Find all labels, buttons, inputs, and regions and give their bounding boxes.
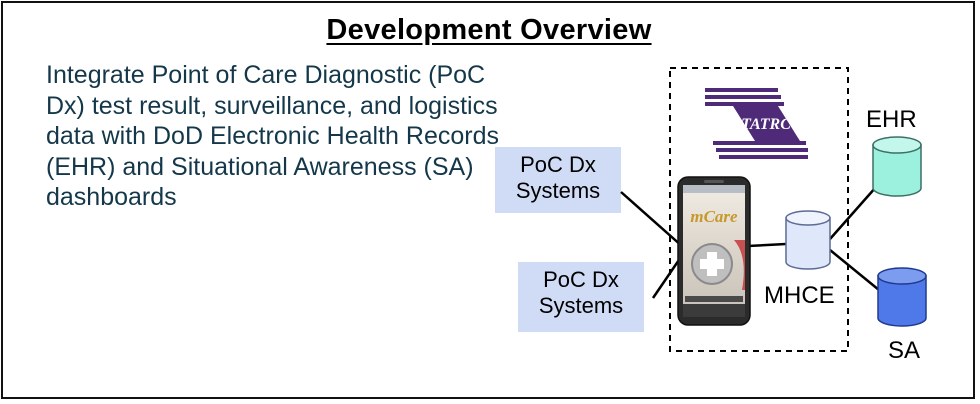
app-name: mCare [690,207,738,226]
poc-dx-systems-box-1: PoC Dx Systems [495,147,621,213]
link-mhce-sa [829,249,880,291]
mhce-label: MHCE [764,282,835,309]
tatrc-logo: TATRC [705,88,808,159]
link-mhce-ehr [829,186,877,240]
overview-description: Integrate Point of Care Diagnostic (PoC … [46,61,499,211]
sa-database-icon [877,267,927,327]
mhce-database-icon [785,210,831,270]
ehr-label: EHR [866,106,917,133]
smartphone-mcare: mCare [677,176,751,326]
poc-dx-systems-box-2: PoC Dx Systems [518,262,644,332]
sa-label: SA [888,337,921,364]
link-sys1-phone [620,191,684,248]
logo-text: TATRC [741,116,791,133]
slide-frame [1,1,975,399]
slide-title: Development Overview [326,14,652,46]
link-phone-mhce [747,242,787,248]
ehr-database-icon [872,136,922,197]
system-boundary [669,67,849,352]
